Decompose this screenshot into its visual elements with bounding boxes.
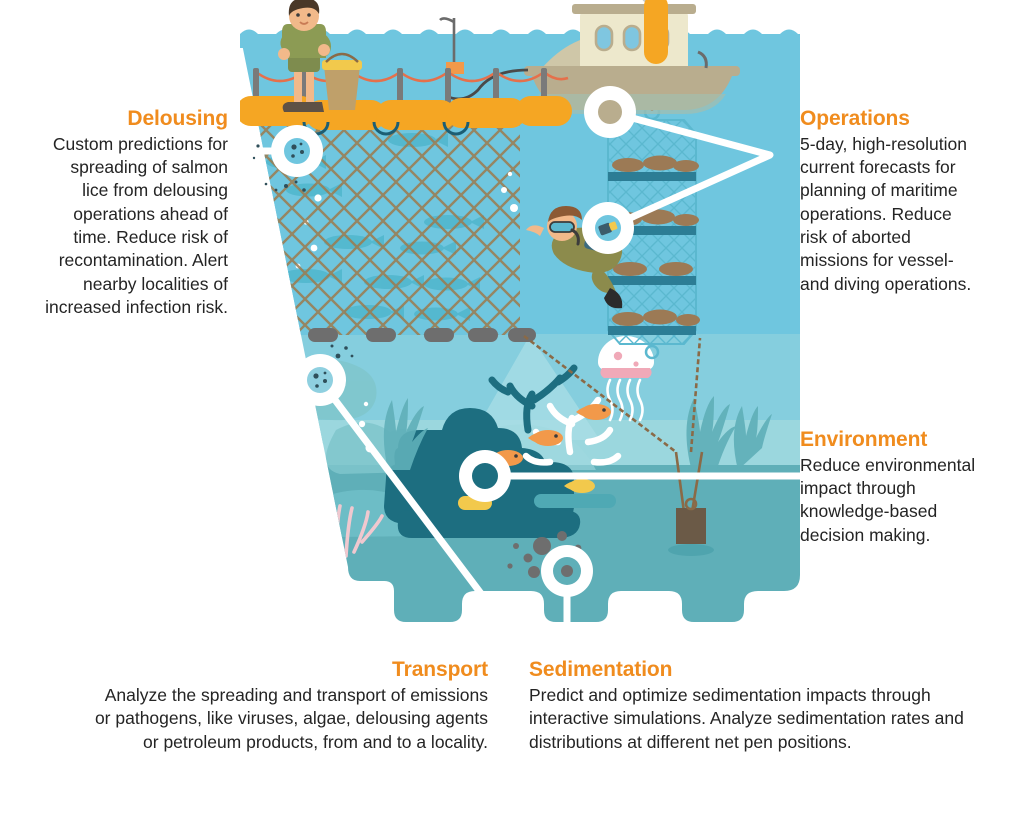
fish-orange-1	[528, 430, 563, 446]
worker-hand-right	[318, 44, 330, 56]
shellfish-cage	[607, 103, 700, 360]
worker-boot-right	[298, 102, 324, 112]
diver-bubbles	[501, 171, 518, 212]
operations-marker	[584, 86, 636, 138]
operations-heading: Operations	[800, 107, 910, 130]
worker-leg-right	[306, 64, 314, 110]
operations-body: 5-day, high-resolution current forecasts…	[800, 133, 972, 294]
transport-particle-trail	[330, 344, 354, 359]
worker-eye-left	[296, 13, 300, 17]
boat-deck	[524, 66, 740, 76]
sedimentation-marker	[541, 545, 593, 597]
diver-hair	[548, 206, 582, 222]
diver-fin	[604, 288, 623, 309]
delousing-body: Custom predictions for spreading of salm…	[45, 133, 228, 318]
flashlight-icon	[598, 221, 618, 236]
rock-highlight-teal	[534, 494, 616, 508]
marker-rings	[271, 86, 636, 597]
diver-snorkel	[570, 228, 580, 246]
diving-marker	[582, 202, 634, 254]
fish-orange-3	[576, 404, 611, 420]
environment-marker	[459, 450, 511, 502]
boat-exhaust	[697, 50, 708, 69]
boat-mast	[439, 17, 456, 62]
kelp-dark	[488, 364, 578, 434]
worker-shirt	[282, 24, 326, 58]
transport-marker	[294, 344, 354, 406]
diver-mask	[549, 221, 575, 233]
anchor-ring	[684, 497, 698, 511]
cabin-roof	[572, 4, 696, 14]
water-body	[240, 34, 800, 622]
delousing-heading: Delousing	[127, 107, 228, 130]
environment-body: Reduce environmental impact through know…	[800, 454, 976, 545]
dot-icon	[561, 565, 573, 577]
orange-buoy	[644, 0, 668, 64]
coral-left	[240, 381, 305, 445]
transport-body: Analyze the spreading and transport of e…	[94, 684, 488, 752]
lice-icon	[291, 142, 304, 158]
connector-operations	[604, 108, 774, 232]
anchor-weight	[676, 508, 706, 544]
environment-heading: Environment	[800, 428, 928, 451]
net-bottom-weights	[250, 328, 536, 342]
delousing-marker	[271, 125, 323, 177]
orange-floats	[240, 96, 572, 130]
sedimentation-body: Predict and optimize sedimentation impac…	[529, 684, 964, 752]
section-operations: Operations 5-day, high-resolution curren…	[800, 106, 980, 296]
particles-icon	[313, 371, 327, 388]
section-transport: Transport Analyze the spreading and tran…	[88, 657, 488, 754]
cage-trays	[608, 172, 696, 335]
anchor-ropes-lower	[674, 451, 704, 513]
section-environment: Environment Reduce environmental impact …	[800, 427, 980, 547]
fish-yellow-3	[564, 479, 595, 493]
worker-hair	[288, 0, 320, 16]
aquaculture-scene-illustration	[240, 0, 800, 640]
boat-mooring-rope	[445, 68, 529, 101]
section-delousing: Delousing Custom predictions for spreadi…	[42, 106, 228, 319]
fish-farm-worker	[278, 0, 362, 112]
diver-leg	[591, 266, 616, 293]
worker-eye-right	[307, 13, 311, 17]
sedimentation-heading: Sedimentation	[529, 658, 673, 681]
cage-bottom-ring	[644, 344, 660, 360]
transport-heading: Transport	[392, 658, 488, 681]
sediment-plume	[470, 335, 600, 440]
feed-bucket	[322, 52, 362, 110]
seaweed-tufts	[383, 396, 772, 472]
worker-leg-left	[294, 64, 302, 110]
sediment-particles	[507, 531, 582, 578]
section-sedimentation: Sedimentation Predict and optimize sedim…	[529, 657, 969, 754]
coral-white	[522, 396, 622, 466]
worker-hand-left	[278, 48, 290, 60]
connector-transport	[316, 376, 520, 640]
anchor-ropes	[523, 334, 702, 454]
diver-hand	[526, 225, 544, 236]
fish-yellow-2	[260, 424, 295, 440]
anchor-shadow	[668, 544, 714, 556]
worker-mouth	[299, 21, 309, 25]
